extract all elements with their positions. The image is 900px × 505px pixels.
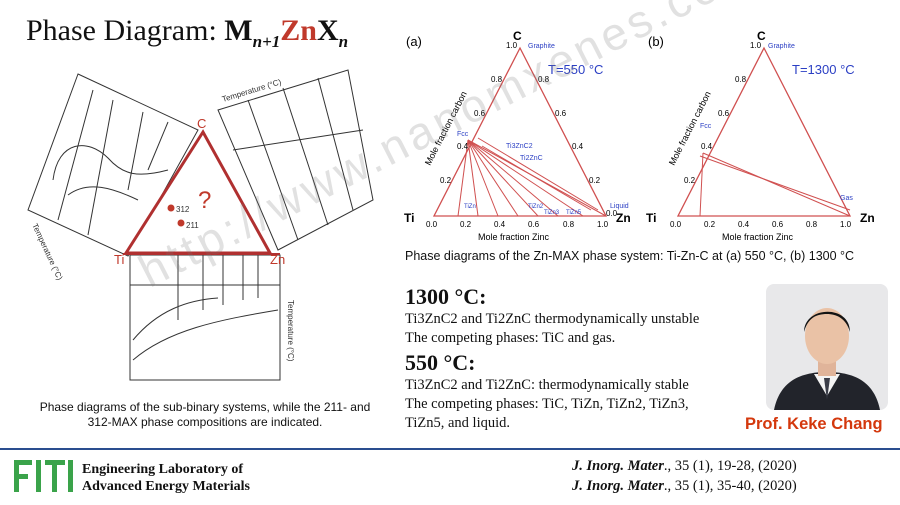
point-312-marker	[167, 204, 175, 212]
svg-text:0.4: 0.4	[572, 142, 584, 151]
svg-text:0.0: 0.0	[606, 209, 618, 218]
gas-label: Gas	[840, 195, 853, 202]
svg-text:0.0: 0.0	[426, 220, 438, 229]
svg-text:0.2: 0.2	[460, 220, 472, 229]
ternary-caption: Phase diagrams of the Zn-MAX phase syste…	[405, 249, 855, 263]
bottom-ticks-a: 0.0 0.2 0.4 0.6 0.8 1.0	[426, 220, 609, 229]
tizn-label: TiZn	[464, 204, 476, 210]
vertex-zn-b: Zn	[860, 211, 875, 225]
xlabel-b: Mole fraction Zinc	[722, 232, 794, 242]
point-312-label: 312	[176, 205, 190, 214]
svg-text:0.4: 0.4	[494, 220, 506, 229]
tizn5-label: TiZn5	[566, 210, 582, 216]
triangle-b	[676, 46, 852, 217]
graphite-label-a: Graphite	[528, 43, 555, 50]
ylabel-a: Mole fraction carbon	[423, 90, 469, 167]
tizn2-label: TiZn2	[528, 204, 544, 210]
professor-photo	[766, 284, 888, 410]
section-1300: 1300 °C: Ti3ZnC2 and Ti2ZnC thermodynami…	[405, 284, 699, 348]
temp-axis-left: Temperature (°C)	[30, 222, 64, 282]
triangle-a	[432, 46, 608, 217]
lab-name: Engineering Laboratory of Advanced Energ…	[82, 462, 250, 494]
text-1300-line1: Ti3ZnC2 and Ti2ZnC thermodynamically uns…	[405, 311, 700, 327]
text-550-line1: Ti3ZnC2 and Ti2ZnC: thermodynamically st…	[405, 377, 689, 393]
svg-text:0.8: 0.8	[563, 220, 575, 229]
text-1300-line2: The competing phases: TiC and gas.	[405, 330, 616, 346]
vertex-ti-label: Ti	[114, 252, 124, 267]
professor-name: Prof. Keke Chang	[745, 415, 883, 433]
svg-text:0.4: 0.4	[457, 142, 469, 151]
bottom-ticks-b: 0.0 0.2 0.4 0.6 0.8 1.0	[670, 220, 852, 229]
svg-text:0.2: 0.2	[440, 176, 452, 185]
tizn3-label: TiZn3	[544, 210, 560, 216]
svg-text:0.8: 0.8	[538, 75, 550, 84]
text-550-line3: TiZn5, and liquid.	[405, 415, 511, 431]
ti-zn-diagram	[129, 254, 281, 381]
point-211-marker	[177, 219, 185, 227]
ti2znc-label: Ti2ZnC	[520, 155, 543, 162]
svg-text:0.6: 0.6	[555, 109, 567, 118]
svg-text:0.8: 0.8	[735, 75, 747, 84]
vertex-c-a: C	[513, 29, 522, 43]
reference-1: J. Inorg. Mater., 35 (1), 19-28, (2020)	[572, 458, 797, 474]
reference-2: J. Inorg. Mater., 35 (1), 35-40, (2020)	[572, 478, 797, 494]
svg-text:0.8: 0.8	[806, 220, 818, 229]
svg-text:0.6: 0.6	[528, 220, 540, 229]
fcc-label-b: Fcc	[700, 123, 712, 130]
vertex-zn-label: Zn	[270, 252, 285, 267]
svg-text:0.4: 0.4	[701, 142, 713, 151]
vertex-c-b: C	[757, 29, 766, 43]
vertex-c-label: C	[197, 116, 206, 131]
svg-text:0.2: 0.2	[704, 220, 716, 229]
svg-text:0.2: 0.2	[589, 176, 601, 185]
svg-text:1.0: 1.0	[750, 41, 762, 50]
footer-divider	[0, 448, 900, 450]
svg-text:1.0: 1.0	[840, 220, 852, 229]
svg-text:1.0: 1.0	[597, 220, 609, 229]
question-mark: ?	[198, 187, 211, 214]
fcc-label-a: Fcc	[457, 131, 469, 138]
tie-lines-b	[699, 152, 851, 217]
ti3znc2-label: Ti3ZnC2	[506, 143, 533, 150]
text-550-line2: The competing phases: TiC, TiZn, TiZn2, …	[405, 396, 689, 412]
point-211-label: 211	[186, 221, 199, 230]
svg-text:0.6: 0.6	[474, 109, 486, 118]
temp-label-b: T=1300 °C	[792, 62, 855, 77]
ti-c-diagram	[27, 73, 199, 257]
vertex-ti-a: Ti	[404, 211, 414, 225]
zn-c-diagram	[217, 69, 374, 251]
liquid-label: Liquid	[610, 203, 629, 210]
lab-logo	[14, 460, 73, 492]
svg-text:1.0: 1.0	[506, 41, 518, 50]
left-ticks-b: 0.2 0.4 0.6 0.8 1.0	[684, 41, 762, 185]
temp-label-a: T=550 °C	[548, 62, 603, 77]
left-figure-caption: Phase diagrams of the sub-binary systems…	[39, 400, 371, 429]
vertex-zn-a: Zn	[616, 211, 631, 225]
ternary-diagram-1300: (b) C Graphite T=1300 °C Fcc Gas Ti Zn 0…	[646, 29, 875, 242]
svg-text:0.0: 0.0	[670, 220, 682, 229]
graphite-label-b: Graphite	[768, 43, 795, 50]
svg-text:0.6: 0.6	[772, 220, 784, 229]
svg-text:0.6: 0.6	[718, 109, 730, 118]
svg-text:0.2: 0.2	[684, 176, 696, 185]
ternary-diagram-550: (a) C Graphite T=550 °C Fcc Ti3ZnC2 Ti2Z…	[404, 29, 631, 242]
panel-label-b: (b)	[648, 34, 664, 49]
right-ticks-a: 0.8 0.6 0.4 0.2 0.0	[538, 75, 618, 218]
heading-1300: 1300 °C:	[405, 284, 487, 309]
vertex-ti-b: Ti	[646, 211, 656, 225]
panel-label-a: (a)	[406, 34, 422, 49]
xlabel-a: Mole fraction Zinc	[478, 232, 550, 242]
tie-lines-a	[457, 137, 607, 217]
svg-text:0.4: 0.4	[738, 220, 750, 229]
heading-550: 550 °C:	[405, 350, 476, 375]
left-ticks-a: 0.2 0.4 0.6 0.8 1.0	[440, 41, 518, 185]
sub-binary-phase-diagrams: ? 312 211 C Ti Zn Temperature (°C) Tempe…	[27, 69, 374, 381]
temp-axis-right: Temperature (°C)	[286, 300, 295, 362]
page-title: Phase Diagram: Mn+1ZnXn	[26, 14, 349, 51]
svg-text:0.8: 0.8	[491, 75, 503, 84]
section-550: 550 °C: Ti3ZnC2 and Ti2ZnC: thermodynami…	[405, 350, 689, 433]
